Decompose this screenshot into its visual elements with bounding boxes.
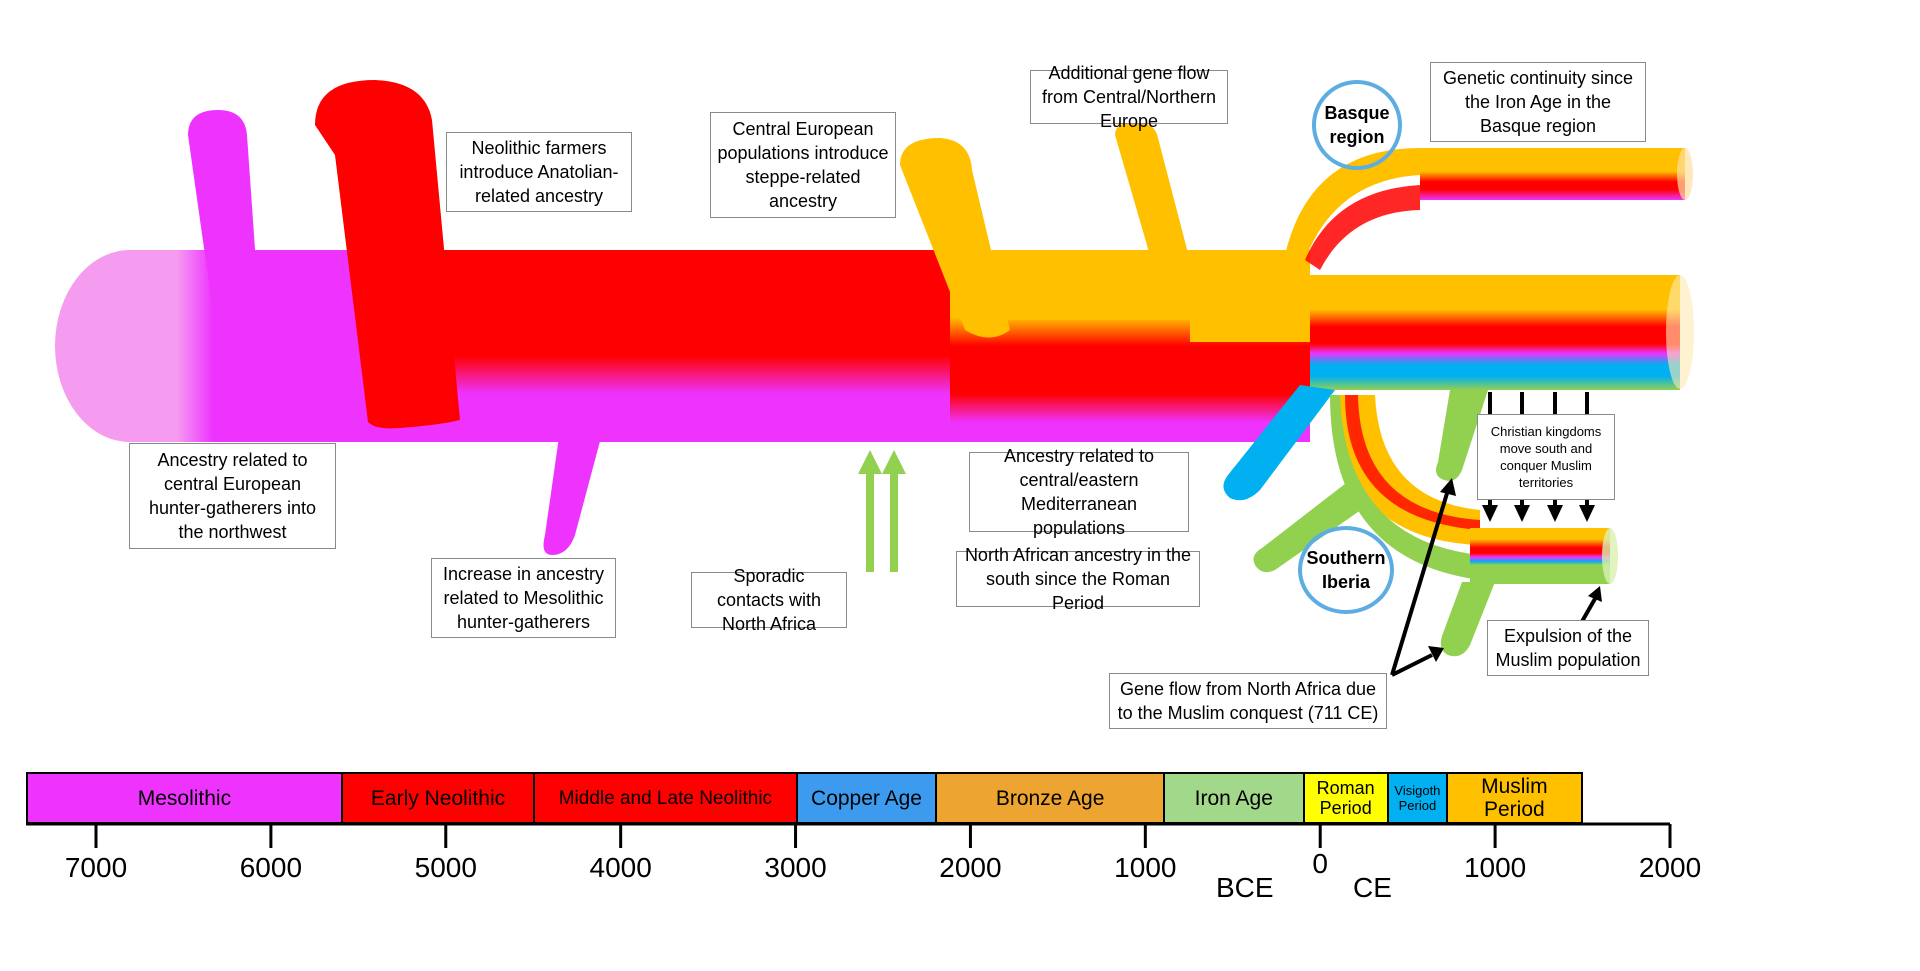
south-tube	[1470, 528, 1610, 584]
mesolithic-down-branch	[543, 430, 603, 555]
region-southern-iberia: Southern Iberia	[1298, 526, 1394, 614]
period-early-neolithic: Early Neolithic	[340, 772, 534, 824]
tick-label: 3000	[764, 852, 827, 883]
annotation-mesolithic-increase: Increase in ancestry related to Mesolith…	[431, 558, 616, 638]
tick-label: 2000	[939, 852, 1002, 883]
period-visigoth-period: Visigoth Period	[1386, 772, 1447, 824]
annotation-central-european: Central European populations introduce s…	[710, 112, 896, 218]
annotation-additional-gene-flow: Additional gene flow from Central/Northe…	[1030, 63, 1228, 131]
period-copper-age: Copper Age	[795, 772, 936, 824]
north-africa-muslim-branch-upper	[1436, 390, 1488, 481]
steppe-branch-2	[1115, 122, 1195, 290]
annotation-christian-kingdoms: Christian kingdoms move south and conque…	[1477, 414, 1615, 500]
annotation-mediterranean: Ancestry related to central/eastern Medi…	[969, 446, 1189, 538]
neolithic-branch	[315, 80, 460, 429]
annotation-muslim-conquest: Gene flow from North Africa due to the M…	[1109, 673, 1387, 729]
tick-label: 1000	[1463, 852, 1527, 883]
muslim-conquest-arrows	[1390, 478, 1456, 677]
neolithic-trunk	[380, 250, 950, 442]
main-tube-end	[1666, 275, 1694, 389]
basque-tube-end	[1677, 148, 1693, 200]
period-middle-and-late-neolithic: Middle and Late Neolithic	[533, 772, 796, 824]
ce-label: CE	[1353, 872, 1392, 903]
mediterranean-branch	[1223, 385, 1335, 501]
north-africa-roman-branch	[1253, 480, 1368, 573]
region-basque: Basque region	[1312, 80, 1402, 170]
annotation-hunter-gatherers-northwest: Ancestry related to central European hun…	[129, 443, 336, 549]
period-roman-period: Roman Period	[1302, 772, 1387, 824]
period-mesolithic: Mesolithic	[26, 772, 341, 824]
tick-label: 6000	[239, 852, 303, 883]
basque-branch-curve	[1285, 148, 1420, 260]
north-africa-muslim-branch-lower	[1440, 582, 1495, 657]
south-tube-end	[1602, 528, 1618, 584]
tick-label: 1000	[1114, 852, 1177, 883]
sporadic-contact-arrows	[858, 450, 906, 572]
ancestry-flow-graphic	[55, 80, 1694, 677]
period-muslim-period: Muslim Period	[1446, 772, 1583, 824]
period-bronze-age: Bronze Age	[935, 772, 1163, 824]
annotation-north-african-roman: North African ancestry in the south sinc…	[956, 545, 1200, 613]
period-iron-age: Iron Age	[1162, 772, 1303, 824]
tick-label: 2000	[1638, 852, 1702, 883]
tick-label: 4000	[589, 852, 652, 883]
annotation-sporadic-contacts: Sporadic contacts with North Africa	[691, 566, 847, 634]
annotation-neolithic-farmers: Neolithic farmers introduce Anatolian-re…	[446, 132, 632, 212]
tick-label: 5000	[414, 852, 477, 883]
mesolithic-branch	[188, 110, 268, 442]
main-continuing-tube	[1310, 275, 1680, 390]
annotation-genetic-continuity: Genetic continuity since the Iron Age in…	[1430, 62, 1646, 142]
tick-label: 7000	[64, 852, 128, 883]
basque-tube	[1420, 148, 1685, 200]
annotation-expulsion: Expulsion of the Muslim population	[1487, 620, 1649, 676]
bce-label: BCE	[1216, 872, 1274, 903]
tick-label: 0	[1312, 848, 1329, 879]
